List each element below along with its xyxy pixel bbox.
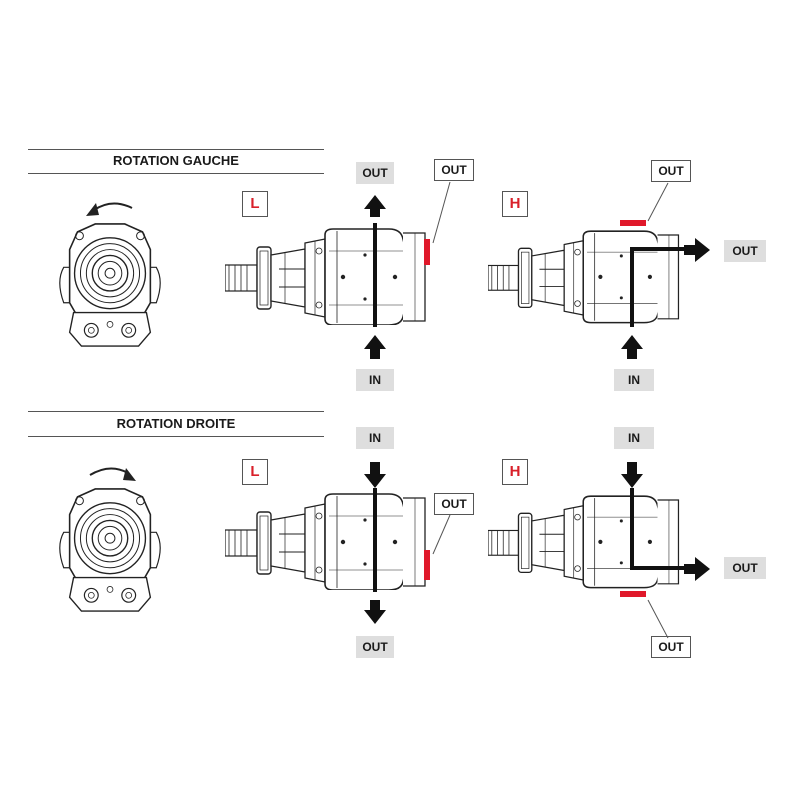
port-label-out-callout: OUT <box>651 636 691 658</box>
port-label-out-bottom: OUT <box>356 636 394 658</box>
outlet-marker <box>424 239 430 265</box>
port-label-out-callout: OUT <box>434 159 474 181</box>
arrow-right-icon <box>684 238 710 262</box>
pump-front-view-left <box>58 202 162 347</box>
arrow-counterclockwise-icon <box>86 202 133 216</box>
callout-line <box>647 182 669 222</box>
port-label-out-side: OUT <box>724 240 766 262</box>
pump-side-view-droite-h <box>488 462 710 639</box>
port-label-in-bottom: IN <box>614 369 654 391</box>
callout-line <box>432 514 451 555</box>
port-label-out-callout: OUT <box>651 160 691 182</box>
variant-label-l: L <box>242 191 268 217</box>
arrow-down-icon <box>364 462 386 488</box>
section-rule-top <box>28 149 324 150</box>
arrow-clockwise-icon <box>89 467 136 481</box>
arrow-up-icon <box>364 335 386 359</box>
callout-line <box>432 181 451 244</box>
port-label-out-top: OUT <box>356 162 394 184</box>
port-label-in-top: IN <box>614 427 654 449</box>
port-label-out-callout: OUT <box>434 493 474 515</box>
variant-label-h: H <box>502 191 528 217</box>
pump-side-view-droite-l <box>225 462 451 624</box>
section-title-rotation-gauche: ROTATION GAUCHE <box>113 153 239 168</box>
section-title-rotation-droite: ROTATION DROITE <box>116 416 236 431</box>
port-label-out-side: OUT <box>724 557 766 579</box>
pump-side-view-gauche-h <box>488 182 710 359</box>
outlet-marker <box>424 550 430 580</box>
port-label-in-bottom: IN <box>356 369 394 391</box>
section-rule-bottom <box>28 436 324 437</box>
variant-label-h: H <box>502 459 528 485</box>
outlet-marker <box>620 220 646 226</box>
flow-path <box>630 488 684 570</box>
arrow-down-icon <box>364 600 386 624</box>
arrow-up-icon <box>621 335 643 359</box>
flow-path <box>630 247 684 327</box>
outlet-marker <box>620 591 646 597</box>
pump-side-view-gauche-l <box>225 181 451 359</box>
section-rule-top <box>28 411 324 412</box>
arrow-right-icon <box>684 557 710 581</box>
pump-front-view-right <box>58 467 162 612</box>
variant-label-l: L <box>242 459 268 485</box>
section-rule-bottom <box>28 173 324 174</box>
arrow-up-icon <box>364 195 386 217</box>
port-label-in-top: IN <box>356 427 394 449</box>
arrow-down-icon <box>621 462 643 488</box>
callout-line <box>647 599 669 639</box>
